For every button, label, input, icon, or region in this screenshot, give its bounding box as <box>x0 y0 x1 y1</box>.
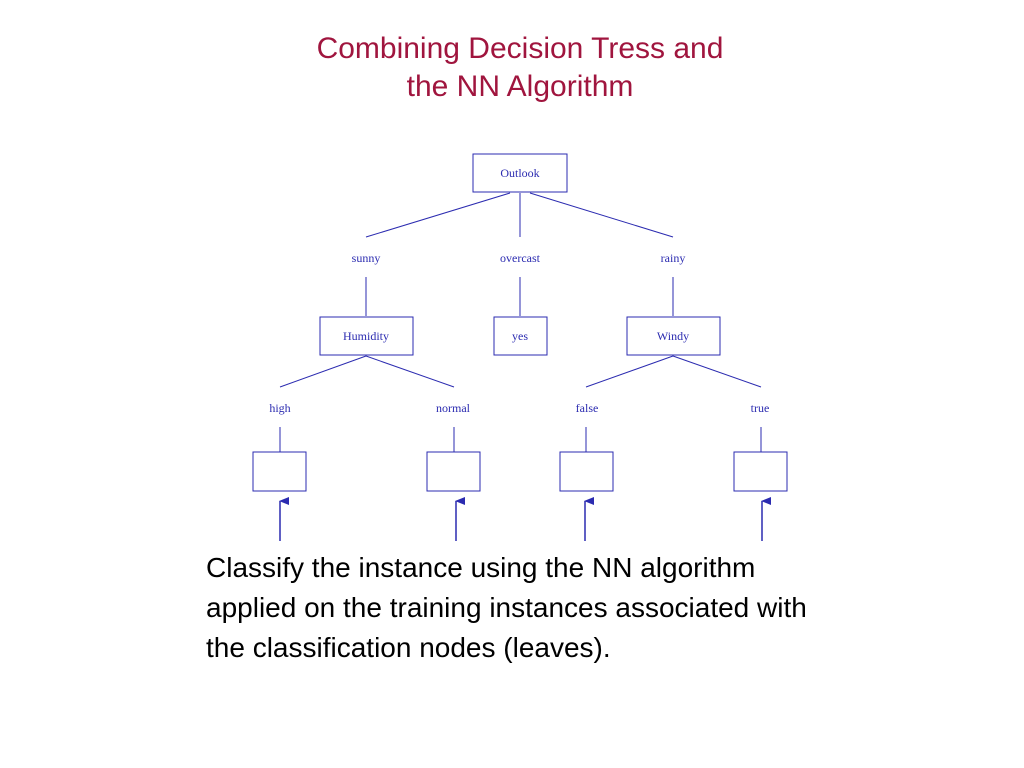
yes-node-box <box>493 316 548 356</box>
windy-node-label: Windy <box>657 329 689 343</box>
branch-label-overcast: overcast <box>500 251 541 265</box>
leaf-box-high <box>252 451 307 492</box>
branch-label-rainy: rainy <box>661 251 686 265</box>
caption-line-2: applied on the training instances associ… <box>206 592 807 623</box>
slide-caption: Classify the instance using the NN algor… <box>206 548 986 668</box>
humidity-node-box <box>319 316 414 356</box>
edge-outlook-rainy <box>529 192 674 238</box>
edge-humidity-high <box>279 355 367 388</box>
outlook-node-label: Outlook <box>500 166 539 180</box>
slide-title-line-2: the NN Algorithm <box>406 70 634 103</box>
slide-title-line-1: Combining Decision Tress and <box>316 32 724 65</box>
edge-humidity-normal <box>365 355 455 388</box>
branch-label-false: false <box>576 401 599 415</box>
branch-label-true: true <box>751 401 770 415</box>
caption-line-1: Classify the instance using the NN algor… <box>206 552 756 583</box>
windy-node-box <box>626 316 721 356</box>
humidity-node-label: Humidity <box>343 329 389 343</box>
leaf-box-normal <box>426 451 481 492</box>
slide-title: Combining Decision Tress and the NN Algo… <box>0 30 1024 106</box>
caption-line-3: the classification nodes (leaves). <box>206 632 611 663</box>
edge-windy-false <box>585 355 674 388</box>
branch-label-high: high <box>269 401 290 415</box>
branch-label-sunny: sunny <box>352 251 381 265</box>
leaf-box-false <box>559 451 614 492</box>
branch-label-normal: normal <box>436 401 471 415</box>
edge-windy-true <box>672 355 762 388</box>
edge-outlook-sunny <box>365 192 511 238</box>
outlook-node-box <box>472 153 568 193</box>
yes-node-label: yes <box>512 329 528 343</box>
leaf-box-true <box>733 451 788 492</box>
